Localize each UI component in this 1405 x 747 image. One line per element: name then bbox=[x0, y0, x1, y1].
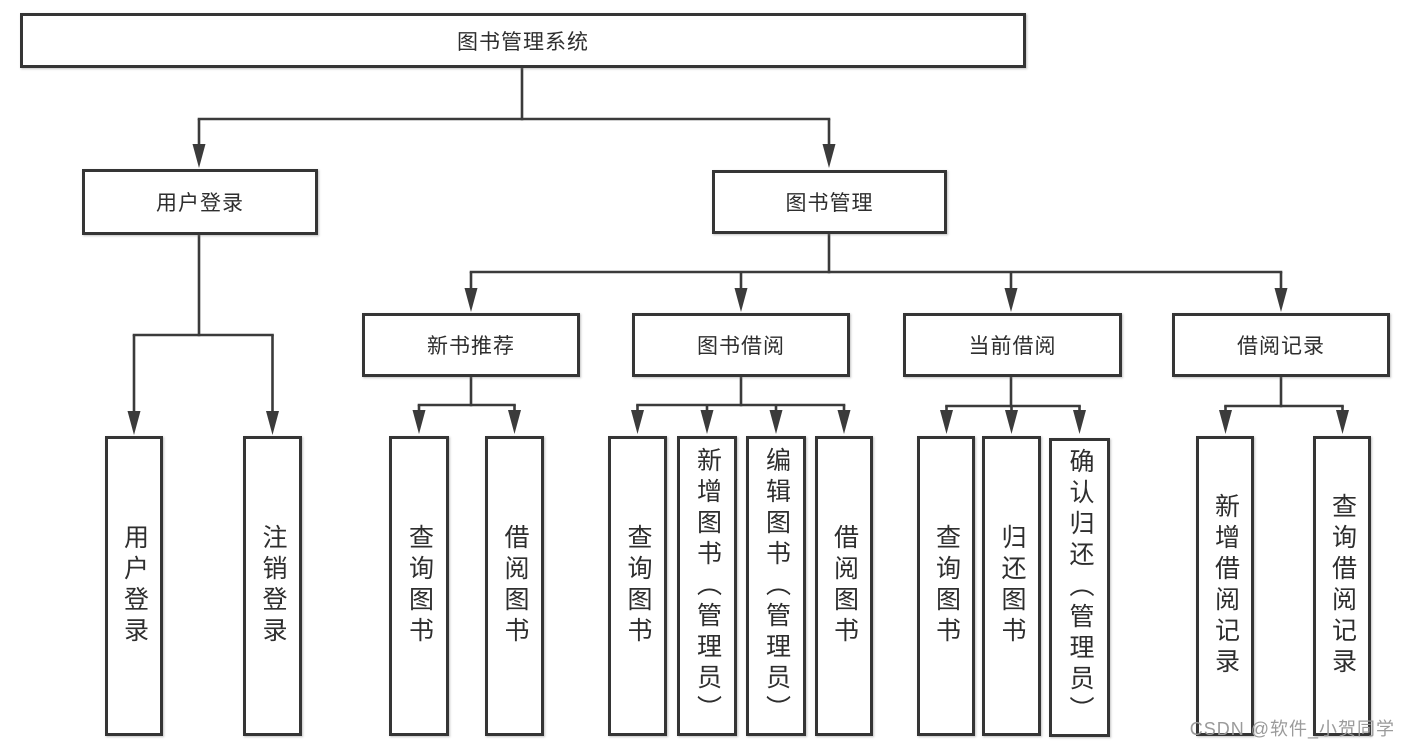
leaf-logout: 注销登录 bbox=[243, 436, 302, 736]
leaf-add-book-admin: 新增图书（管理员） bbox=[677, 436, 737, 736]
leaf-query-books-recommend-label: 查询图书 bbox=[405, 524, 434, 648]
leaf-return-books-label: 归还图书 bbox=[998, 524, 1026, 648]
leaf-return-books: 归还图书 bbox=[982, 436, 1041, 736]
node-current-borrow: 当前借阅 bbox=[903, 313, 1122, 377]
leaf-logout-label: 注销登录 bbox=[259, 524, 287, 648]
node-user-login-label: 用户登录 bbox=[156, 192, 244, 215]
node-book-borrow-label: 图书借阅 bbox=[697, 335, 785, 358]
node-user-login: 用户登录 bbox=[82, 169, 318, 235]
arrowhead-icons bbox=[127, 144, 1349, 435]
leaf-query-books-borrow-label: 查询图书 bbox=[624, 524, 652, 648]
node-borrow-records-label: 借阅记录 bbox=[1237, 335, 1325, 358]
node-root-system: 图书管理系统 bbox=[20, 13, 1026, 68]
leaf-confirm-return-admin-label: 确认归还（管理员） bbox=[1066, 448, 1094, 727]
node-book-borrow: 图书借阅 bbox=[632, 313, 850, 377]
watermark-text: CSDN @软件_小贺同学 bbox=[1189, 719, 1395, 739]
node-root-label: 图书管理系统 bbox=[457, 30, 589, 54]
leaf-user-login-label: 用户登录 bbox=[120, 524, 149, 648]
leaf-add-borrow-record: 新增借阅记录 bbox=[1196, 436, 1254, 736]
leaf-query-books-current-label: 查询图书 bbox=[932, 524, 961, 648]
node-current-borrow-label: 当前借阅 bbox=[968, 335, 1057, 358]
leaf-query-books-borrow: 查询图书 bbox=[608, 436, 667, 736]
leaf-query-books-recommend: 查询图书 bbox=[389, 436, 449, 736]
leaf-query-borrow-record-label: 查询借阅记录 bbox=[1328, 493, 1357, 679]
leaf-user-login: 用户登录 bbox=[105, 436, 163, 736]
leaf-edit-book-admin: 编辑图书（管理员） bbox=[746, 436, 806, 736]
leaf-borrow-books-recommend-label: 借阅图书 bbox=[501, 524, 529, 648]
leaf-confirm-return-admin: 确认归还（管理员） bbox=[1049, 438, 1110, 737]
leaf-add-borrow-record-label: 新增借阅记录 bbox=[1211, 493, 1240, 679]
leaf-add-book-admin-label: 新增图书（管理员） bbox=[693, 446, 722, 726]
node-book-management: 图书管理 bbox=[712, 170, 947, 234]
leaf-borrow-books: 借阅图书 bbox=[815, 436, 873, 736]
leaf-query-borrow-record: 查询借阅记录 bbox=[1313, 436, 1371, 736]
leaf-query-books-current: 查询图书 bbox=[917, 436, 975, 736]
node-book-management-label: 图书管理 bbox=[785, 192, 874, 215]
leaf-edit-book-admin-label: 编辑图书（管理员） bbox=[762, 446, 791, 726]
leaf-borrow-books-recommend: 借阅图书 bbox=[485, 436, 544, 736]
leaf-borrow-books-label: 借阅图书 bbox=[830, 524, 859, 648]
node-new-book-recommend: 新书推荐 bbox=[362, 313, 580, 377]
node-new-book-recommend-label: 新书推荐 bbox=[427, 335, 515, 358]
node-borrow-records: 借阅记录 bbox=[1172, 313, 1390, 377]
